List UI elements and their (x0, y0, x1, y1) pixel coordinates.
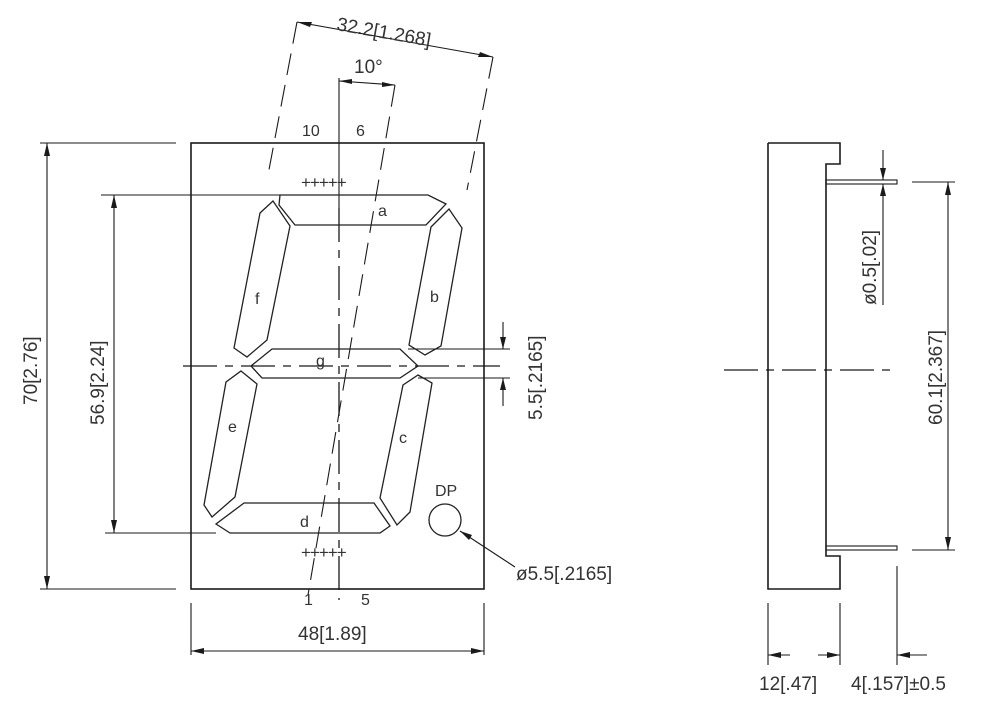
top-width-dimension: 32.2[1.268] (335, 14, 432, 51)
front-view: 32.2[1.268] 10° 10 6 +++++ +++++ 1 5 a f… (21, 14, 612, 655)
side-view: ø0.5[.02] 60.1[2.367] 12[.47] 4[.157]±0.… (724, 142, 955, 695)
decimal-point-label: DP (435, 483, 457, 500)
decimal-point (428, 503, 462, 537)
pin-diameter-dimension: ø0.5[.02] (860, 230, 881, 305)
digit-height-dimension: 56.9[2.24] (88, 340, 109, 425)
segment-b-label: b (430, 289, 439, 306)
segment-f (233, 200, 291, 358)
segment-a (278, 194, 448, 226)
overall-height-dimension: 70[2.76] (21, 336, 42, 405)
slant-extension-left (267, 21, 298, 176)
segment-b (408, 207, 463, 356)
segment-g (250, 348, 420, 379)
dp-diameter-dimension: ø5.5[.2165] (516, 564, 612, 585)
side-body-outline (767, 142, 841, 590)
segment-d-label: d (300, 514, 309, 531)
body-depth-dimension: 12[.47] (759, 674, 817, 695)
top-pin (825, 179, 898, 185)
pin-marks-top: +++++ (301, 173, 347, 192)
segment-d (214, 502, 391, 534)
pin-label-6: 6 (356, 123, 365, 140)
bottom-pin (825, 545, 898, 551)
pin-label-5: 5 (361, 592, 370, 609)
segment-f-label: f (255, 291, 260, 308)
segment-c (379, 374, 433, 527)
segment-e (203, 370, 258, 518)
segment-a-label: a (378, 203, 387, 220)
segment-c-label: c (399, 430, 407, 447)
slant-angle-label: 10° (354, 57, 383, 78)
slant-centerline (307, 84, 396, 596)
slant-extension-right (466, 56, 494, 191)
segment-g-label: g (316, 353, 325, 370)
pin-marks-bottom: +++++ (301, 543, 347, 562)
overall-width-dimension: 48[1.89] (298, 624, 367, 645)
pin-label-10: 10 (302, 123, 320, 140)
pin-length-dimension: 4[.157]±0.5 (851, 674, 946, 695)
segment-e-label: e (228, 419, 237, 436)
pin-label-1: 1 (304, 592, 313, 609)
pin-span-dimension: 60.1[2.367] (926, 330, 947, 425)
segment-width-dimension: 5.5[.2165] (526, 335, 547, 420)
